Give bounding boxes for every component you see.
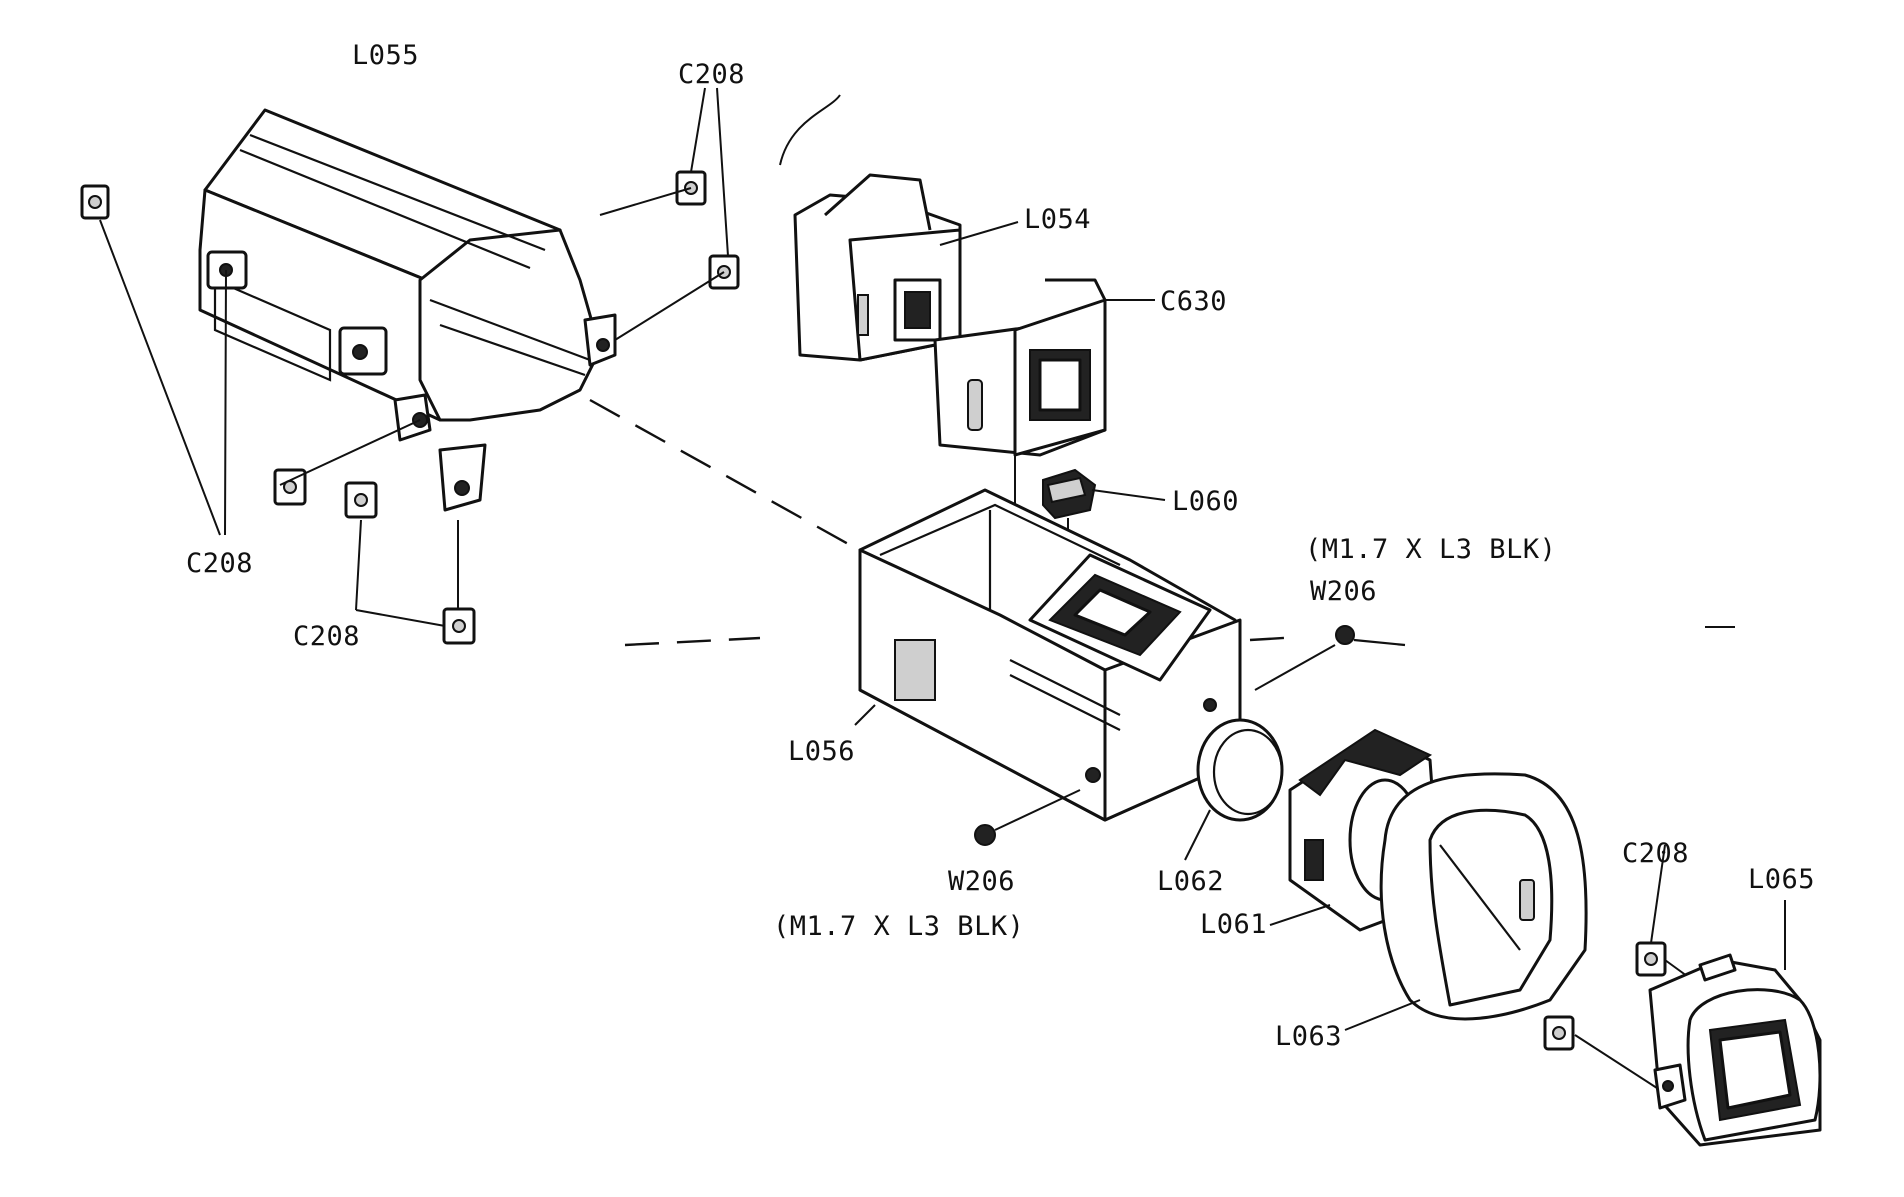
leader-l054 — [939, 221, 1019, 246]
leader-l061 — [1269, 904, 1331, 926]
part-c208-nut-7 — [1635, 941, 1667, 977]
part-c208-nut-4 — [273, 468, 307, 506]
part-w206-screw-right — [1335, 625, 1406, 647]
label-c630: C630 — [1160, 286, 1227, 317]
label-w206-right: W206 — [1310, 576, 1377, 607]
guide-line-nuts — [279, 187, 725, 609]
part-c208-nut-8 — [1543, 1015, 1575, 1051]
label-l065: L065 — [1748, 864, 1815, 895]
axis-line-upper — [589, 398, 851, 547]
part-l054-bracket — [779, 94, 962, 362]
part-l056-frame — [858, 488, 1242, 822]
leader-c208-bottom — [355, 519, 446, 627]
label-w206-right-spec: (M1.7 X L3 BLK) — [1305, 534, 1556, 565]
leader-c208-top — [690, 87, 729, 257]
part-l065-eyepiece — [1648, 953, 1822, 1147]
label-c208-bottom: C208 — [293, 621, 360, 652]
part-c630-frame — [933, 278, 1107, 457]
part-w206-screw-left — [974, 789, 1081, 846]
leader-c208-right — [1650, 844, 1666, 944]
part-l055-housing — [198, 108, 617, 512]
label-c208-top: C208 — [678, 59, 745, 90]
label-c208-right: C208 — [1622, 838, 1689, 869]
leader-l063 — [1344, 999, 1421, 1031]
part-l062-lens — [1196, 718, 1284, 822]
part-c208-nut-5 — [344, 481, 378, 519]
part-l063-eyecup — [1379, 772, 1588, 1021]
leader-l060 — [1091, 489, 1166, 501]
axis-line-right — [1249, 635, 1301, 642]
label-c208-left: C208 — [186, 548, 253, 579]
label-l062: L062 — [1157, 866, 1224, 897]
part-l060-knob — [1042, 468, 1097, 520]
leader-w206-right — [1254, 644, 1336, 691]
part-c208-nut-6 — [442, 607, 476, 645]
part-c208-nut-1 — [80, 184, 110, 220]
label-l054: L054 — [1024, 204, 1091, 235]
label-w206-left-spec: (M1.7 X L3 BLK) — [773, 911, 1024, 942]
label-l061: L061 — [1200, 909, 1267, 940]
label-l056: L056 — [788, 736, 855, 767]
label-l063: L063 — [1275, 1021, 1342, 1052]
leader-l056 — [854, 704, 876, 726]
label-l060: L060 — [1172, 486, 1239, 517]
label-w206-left: W206 — [948, 866, 1015, 897]
axis-line-left — [624, 636, 761, 647]
label-l055: L055 — [352, 40, 419, 71]
leader-c208-left — [99, 219, 227, 536]
leader-l062 — [1184, 809, 1211, 861]
